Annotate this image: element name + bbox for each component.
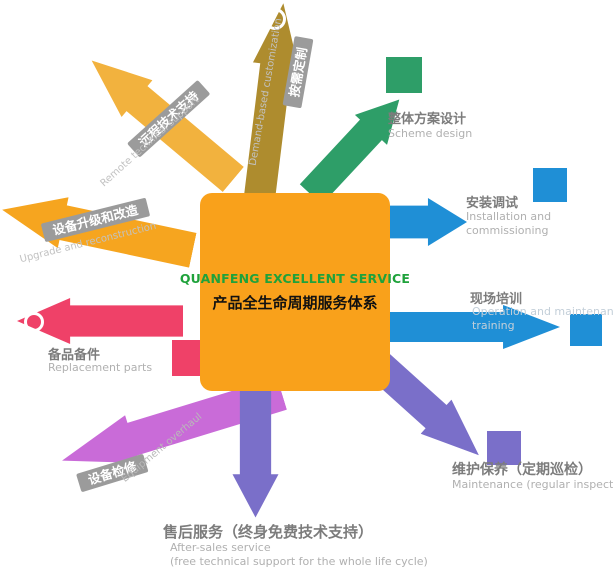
- maintenance-label-zh: 维护保养（定期巡检）: [452, 462, 592, 478]
- after-sales-label-zh: 售后服务（终身免费技术支持）: [163, 523, 374, 541]
- center-card: QUANFENG EXCELLENT SERVICE 产品全生命周期服务体系: [180, 193, 410, 391]
- green-square: [386, 57, 422, 93]
- maintenance-label-en: Maintenance (regular inspection): [452, 478, 613, 491]
- purple-square: [487, 431, 521, 465]
- training-label-en1: Operation and maintenance: [472, 305, 613, 318]
- training-label-zh: 现场培训: [470, 292, 523, 307]
- spares-label-en: Replacement parts: [48, 361, 153, 374]
- after-sales-label-en2: (free technical support for the whole li…: [170, 555, 428, 568]
- spares-label-zh: 备品备件: [48, 348, 101, 363]
- after-sales-label-en1: After-sales service: [170, 541, 271, 554]
- spares-ring-icon: [24, 312, 44, 332]
- center-title-en: QUANFENG EXCELLENT SERVICE: [179, 271, 411, 286]
- install-label-en1: Installation and: [466, 210, 552, 223]
- center-title-zh: 产品全生命周期服务体系: [212, 294, 378, 312]
- blue-square-top: [533, 168, 567, 202]
- training-label-en2: training: [472, 319, 515, 332]
- demand-ring-icon: [264, 8, 286, 30]
- blue-square-mid: [570, 314, 602, 346]
- scheme-label-zh: 整体方案设计: [388, 112, 467, 127]
- install-label-zh: 安装调试: [466, 196, 519, 211]
- scheme-arrow: [295, 84, 416, 209]
- install-label-en2: commissioning: [466, 224, 549, 237]
- scheme-label-en: Scheme design: [388, 127, 473, 140]
